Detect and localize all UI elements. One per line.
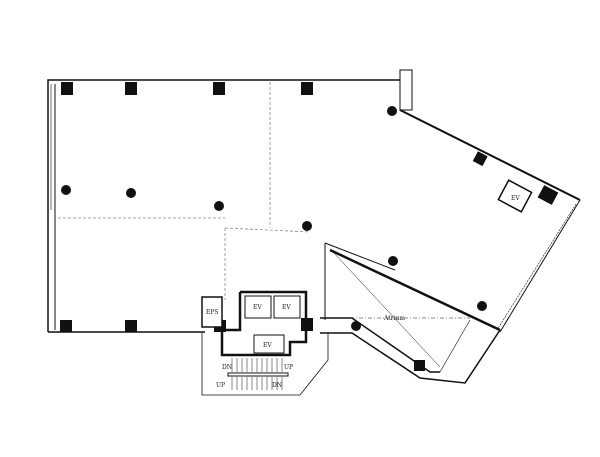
ev-label-2: EV: [282, 304, 291, 311]
stair-up-bottom: UP: [216, 382, 225, 389]
stair-dn-top: DN: [222, 364, 232, 371]
ev-label-corner: EV: [511, 195, 520, 202]
stair-up-top: UP: [284, 364, 293, 371]
atrium-label: Atrium: [383, 315, 405, 322]
ev-corner-box: EV: [497, 179, 533, 213]
ev-label-1: EV: [253, 304, 262, 311]
eps-label: EPS: [206, 309, 219, 316]
interior-partitions: [58, 82, 311, 300]
round-columns: [61, 106, 487, 331]
ev-label-3: EV: [263, 342, 272, 349]
shaft: [399, 69, 413, 111]
staircase: [227, 358, 289, 390]
core: EPS EV EV EV: [201, 290, 329, 396]
exterior-walls: [47, 69, 581, 384]
stair-dn-bottom: DN: [272, 382, 282, 389]
